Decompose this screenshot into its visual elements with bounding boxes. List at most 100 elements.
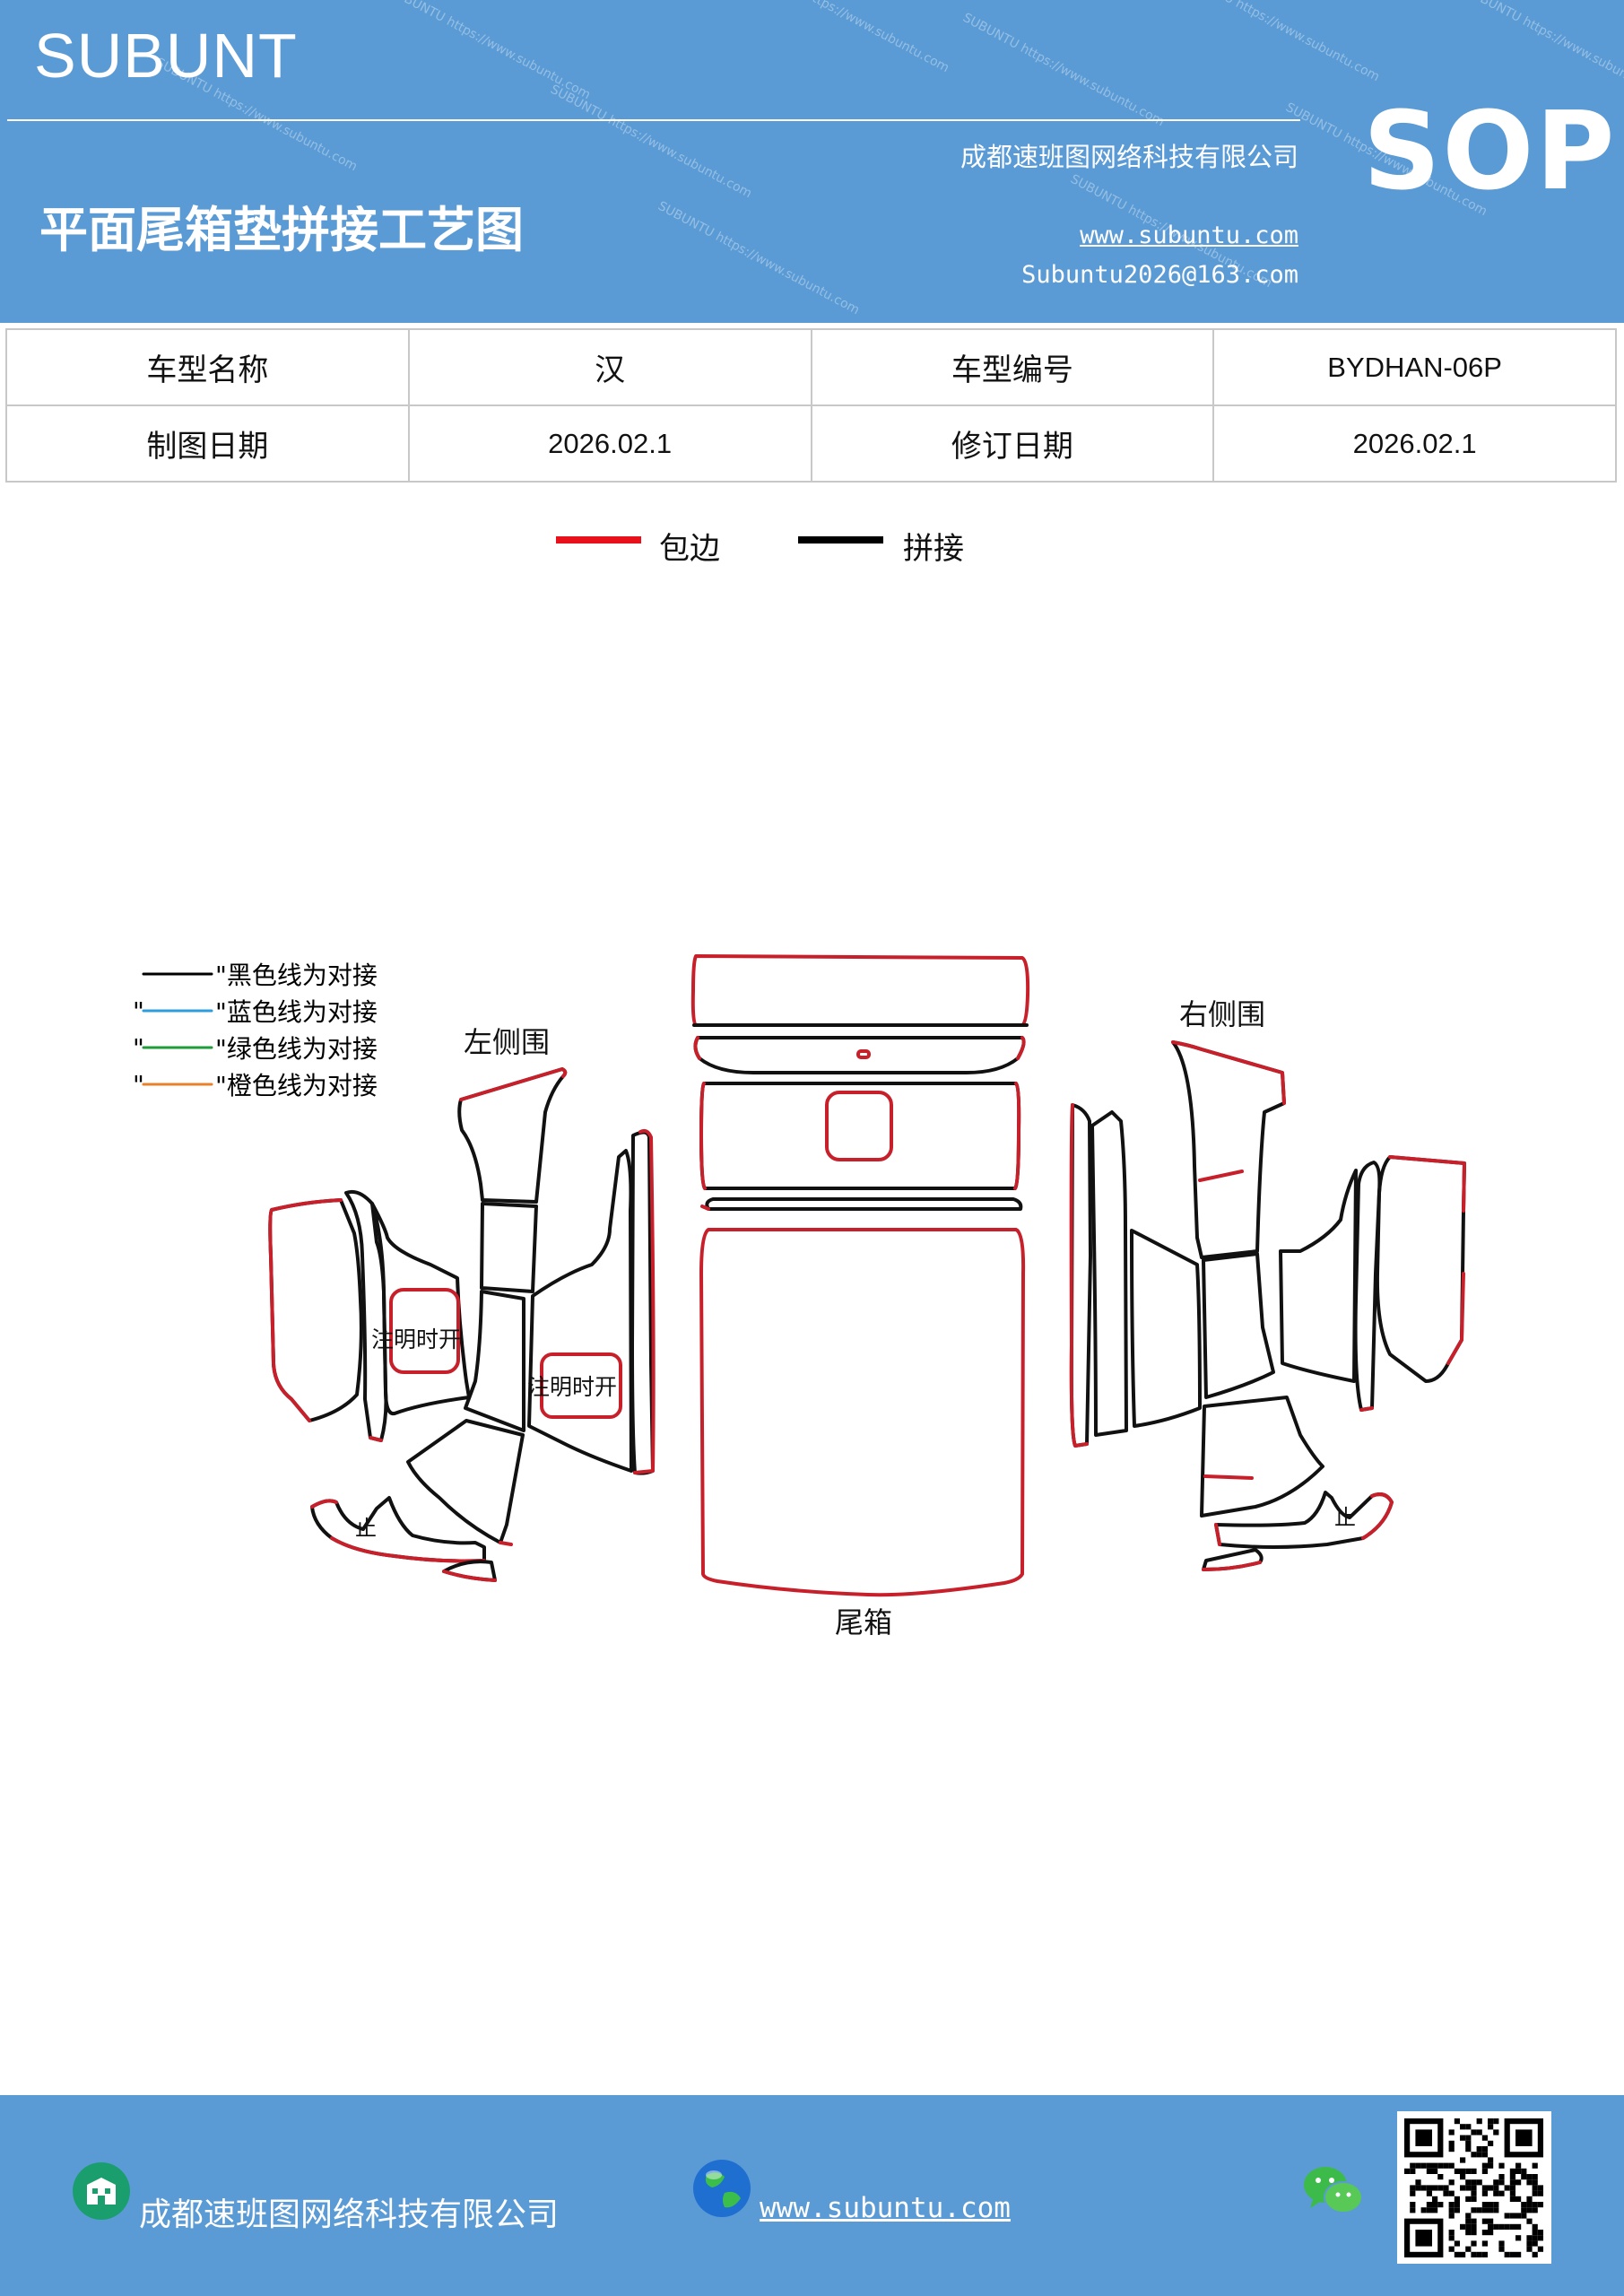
- info-value-cell: 汉: [407, 328, 812, 406]
- right-curved-panel: [1090, 1110, 1128, 1437]
- info-value-cell: 2026.02.1: [1212, 404, 1617, 483]
- left-thin-wall-edge: [633, 1128, 656, 1474]
- left-narrow-strip-a-edge: [369, 1436, 383, 1442]
- trunk-center-pieces: [690, 954, 1030, 1597]
- right-small-panel-b: [1130, 1229, 1202, 1428]
- info-value-cell: 2026.02.1: [407, 404, 812, 483]
- trunk-strip-mark: [856, 1049, 871, 1059]
- right-rear-panel: [1375, 1155, 1466, 1383]
- left-small-panel-a: [480, 1202, 538, 1293]
- trunk-mat-diagram: "黑色线为对接 " "蓝色线为对接 " "绿色线为对接 " "橙色线为对接 左侧…: [133, 954, 1466, 1639]
- left-top-panel: [457, 1067, 568, 1204]
- page-title: 平面尾箱垫拼接工艺图: [39, 202, 524, 258]
- footer-website-link[interactable]: www.subuntu.com: [760, 2192, 1011, 2224]
- trunk-middle-piece: [699, 1082, 1021, 1190]
- legend-swatch-edge: [556, 536, 641, 544]
- left-small-tab-edge: [442, 1570, 497, 1582]
- trunk-middle-edge-right: [1013, 1082, 1021, 1190]
- header-banner: SUBUNT 平面尾箱垫拼接工艺图 成都速班图网络科技有限公司 www.subu…: [0, 0, 1624, 323]
- left-rear-panel: [268, 1198, 363, 1422]
- trunk-thin-strip: [705, 1197, 1023, 1211]
- trunk-middle-edge-left: [699, 1082, 707, 1190]
- trunk-strip-edge-right: [1016, 1036, 1026, 1060]
- left-note-b: 注明时开: [527, 1374, 617, 1400]
- trunk-thin-strip-edge: [700, 1205, 710, 1211]
- brand-logo-text: SUBUNT: [34, 21, 298, 91]
- label-trunk: 尾箱: [835, 1605, 892, 1639]
- right-side-pieces: 止: [1069, 1040, 1466, 1571]
- trunk-main-floor-piece: [699, 1228, 1026, 1597]
- right-thin-wall: [1069, 1103, 1092, 1448]
- email-address: Subuntu2026@163.com: [1021, 261, 1298, 289]
- note-quote-orange: ": [133, 1070, 144, 1100]
- building-icon: [73, 2162, 130, 2220]
- left-mid-panel: [370, 1202, 471, 1416]
- left-lower-panel: [406, 1419, 525, 1544]
- left-lower-panel-edge: [499, 1541, 513, 1546]
- label-right-side: 右侧围: [1179, 997, 1265, 1031]
- left-cutout-b: [540, 1352, 622, 1419]
- left-bottom-piece-edge: [310, 1499, 486, 1563]
- header-divider: [7, 119, 1300, 121]
- right-top-panel: [1171, 1040, 1286, 1259]
- legend-label-edge: 包边: [659, 531, 720, 567]
- left-rear-panel-top-edge: [270, 1198, 343, 1212]
- watermark-text: SUBUNTU https://www.subuntu.com: [960, 10, 1167, 130]
- watermark-text: SUBUNTU https://www.subuntu.com: [655, 198, 862, 318]
- info-value-cell: BYDHAN-06P: [1212, 328, 1617, 406]
- right-rear-panel-edge: [1388, 1155, 1466, 1365]
- note-orange: "橙色线为对接: [215, 1071, 378, 1100]
- watermark-text: SUBUNTU https://www.subuntu.com: [547, 82, 754, 202]
- left-small-panel-b: [464, 1290, 525, 1432]
- trunk-cutout: [825, 1091, 893, 1161]
- left-curved-panel: [527, 1149, 633, 1473]
- right-narrow-strip-a: [1353, 1161, 1382, 1412]
- right-small-tab-edge: [1202, 1561, 1262, 1571]
- left-thin-wall: [630, 1130, 655, 1475]
- left-stop-mark: 止: [355, 1516, 377, 1541]
- right-lower-panel-mark: [1203, 1474, 1254, 1480]
- watermark-text: SUBUNTU https://www.subuntu.com: [1462, 0, 1624, 103]
- info-label-cell: 车型编号: [810, 328, 1215, 406]
- legend-label-seam: 拼接: [903, 531, 964, 567]
- note-quote-blue: ": [133, 996, 144, 1026]
- info-label-cell: 修订日期: [810, 404, 1215, 483]
- website-link[interactable]: www.subuntu.com: [1080, 222, 1298, 249]
- legend-swatch-seam: [798, 536, 883, 544]
- right-top-panel-edge: [1171, 1040, 1286, 1105]
- right-narrow-strip-a-edge: [1359, 1406, 1374, 1412]
- left-note-a: 注明时开: [371, 1326, 461, 1352]
- right-bottom-piece: [1214, 1491, 1394, 1549]
- sop-badge: SOP: [1363, 90, 1617, 214]
- right-small-panel-a: [1202, 1252, 1275, 1399]
- info-label-cell: 制图日期: [5, 404, 410, 483]
- right-mid-panel: [1279, 1169, 1358, 1383]
- left-cutout-a: [389, 1288, 460, 1374]
- watermark-text: SUBUNTU https://www.subuntu.com: [744, 0, 951, 76]
- info-label-cell: 车型名称: [5, 328, 410, 406]
- right-top-panel-mark: [1198, 1170, 1244, 1182]
- left-bottom-piece: [310, 1496, 486, 1563]
- right-thin-wall-edge: [1069, 1103, 1089, 1448]
- left-side-pieces: 注明时开 注明时开 止: [268, 1067, 656, 1582]
- note-quote-green: ": [133, 1033, 144, 1063]
- color-notes: "黑色线为对接 " "蓝色线为对接 " "绿色线为对接 " "橙色线为对接: [133, 961, 378, 1100]
- right-stop-mark: 止: [1334, 1505, 1356, 1530]
- watermark-text: SUBUNTU https://www.subuntu.com: [1175, 0, 1382, 85]
- qr-code: [1397, 2111, 1551, 2264]
- note-black: "黑色线为对接: [215, 961, 378, 990]
- footer-company-name: 成都速班图网络科技有限公司: [139, 2196, 560, 2233]
- label-left-side: 左侧围: [464, 1025, 550, 1059]
- note-green: "绿色线为对接: [215, 1034, 378, 1064]
- company-name: 成都速班图网络科技有限公司: [960, 142, 1298, 172]
- note-blue: "蓝色线为对接: [215, 997, 378, 1027]
- right-lower-panel: [1200, 1396, 1324, 1518]
- left-rear-panel-edge: [268, 1208, 311, 1422]
- globe-icon: [693, 2160, 751, 2217]
- trunk-top-piece: [690, 954, 1030, 1027]
- line-legend: 包边 拼接: [554, 522, 1003, 567]
- left-top-panel-edge: [459, 1067, 568, 1101]
